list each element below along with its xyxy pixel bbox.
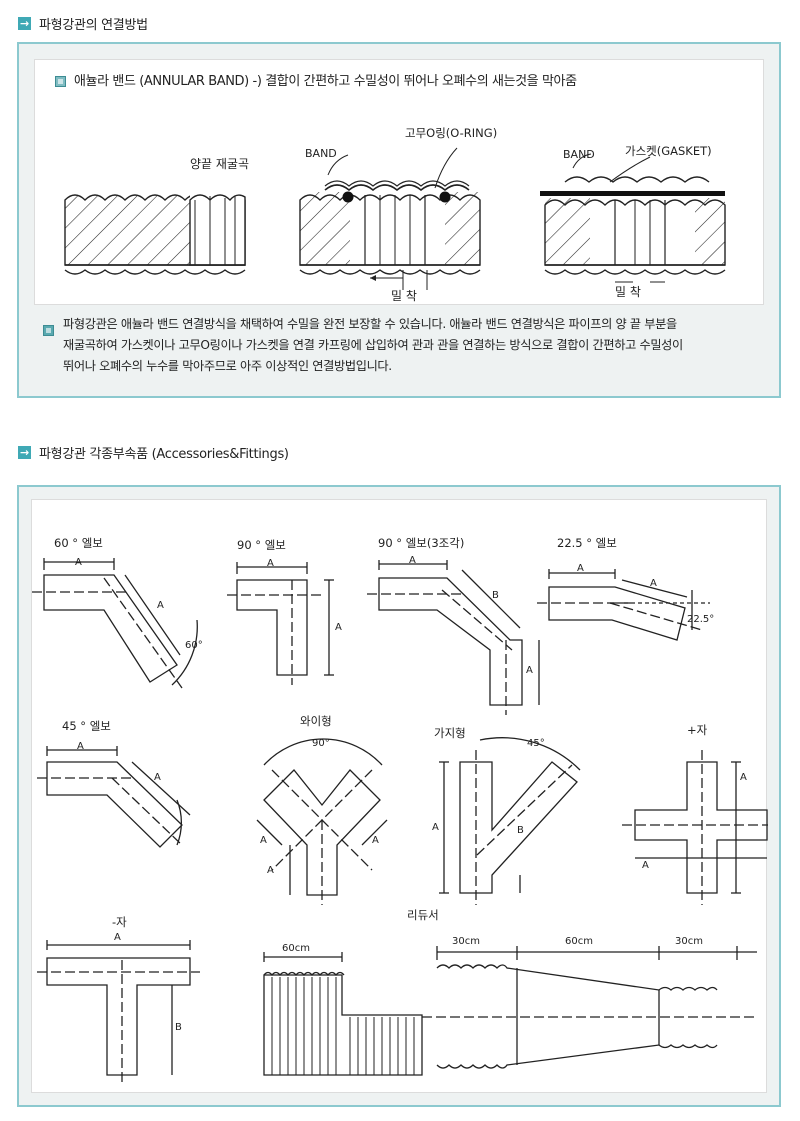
fittings-panel: 60 ° 엘보 90 ° 엘보 90 ° 엘보(3조각) 22.5 ° 엘보 4…: [17, 485, 781, 1107]
dim-a-elbow90-3pc: A: [409, 555, 416, 566]
dim-deg-elbow22: 22.5°: [687, 614, 715, 625]
corrugated-reducer-drawing: [263, 952, 423, 1076]
gasket-label: 가스켓(GASKET): [625, 144, 712, 158]
cross-drawing: [622, 750, 768, 905]
dim-deg-branch: 45°: [527, 738, 545, 749]
elbow60-drawing: [32, 558, 198, 689]
middle-pipe-drawing: [299, 147, 481, 290]
dim-a-cross-h: A: [642, 860, 649, 871]
dim-a-tee: A: [114, 932, 121, 943]
dim-a2-elbow90-3pc: A: [526, 665, 533, 676]
fittings-diagram-box: 60 ° 엘보 90 ° 엘보 90 ° 엘보(3조각) 22.5 ° 엘보 4…: [31, 499, 768, 1093]
dim-b-tee: B: [175, 1022, 182, 1033]
label-tee: -자: [112, 915, 127, 929]
square-bullet-icon: [43, 325, 54, 336]
dim-a-branch: A: [432, 822, 439, 833]
section-title-fittings: → 파형강관 각종부속품 (Accessories&Fittings): [18, 443, 289, 462]
left-pipe-drawing: [64, 192, 246, 275]
middle-seal-label: 밀 착: [391, 289, 417, 303]
dim-a2-elbow45: A: [154, 772, 161, 783]
oring-label: 고무O링(O-RING): [405, 126, 497, 140]
connection-subtitle: 애뉼라 밴드 (ANNULAR BAND) -) 결합이 간편하고 수밀성이 뛰…: [74, 74, 577, 89]
dim-60cm-left: 60cm: [282, 943, 310, 954]
middle-band-label: BAND: [305, 147, 337, 160]
dim-a-wye-stem: A: [267, 865, 274, 876]
dim-b-elbow90-3pc: B: [492, 590, 499, 601]
elbow90-3pc-drawing: [367, 560, 540, 715]
elbow22-drawing: [537, 569, 710, 641]
wye-drawing: [256, 738, 388, 905]
dim-a-elbow90: A: [267, 558, 274, 569]
fittings-labels: 60 ° 엘보 90 ° 엘보 90 ° 엘보(3조각) 22.5 ° 엘보 4…: [32, 500, 766, 1092]
label-reducer: 리듀서: [407, 908, 439, 922]
dim-a-elbow22: A: [577, 563, 584, 574]
dim-a-cross-v: A: [740, 772, 747, 783]
description-line-3: 뛰어나 오폐수의 누수를 막아주므로 아주 이상적인 연결방법입니다.: [63, 359, 392, 373]
section-title-text: 파형강관의 연결방법: [39, 18, 148, 33]
dim-30cm-left: 30cm: [452, 936, 480, 947]
connection-diagram-box: 애뉼라 밴드 (ANNULAR BAND) -) 결합이 간편하고 수밀성이 뛰…: [34, 59, 764, 305]
elbow90-drawing: [227, 562, 334, 685]
right-seal-label: 밀 착: [615, 285, 641, 299]
section-title-connection: → 파형강관의 연결방법: [18, 14, 148, 33]
arrow-right-icon: →: [18, 446, 31, 459]
description-line-1: 파형강관은 애뉼라 밴드 연결방식을 채택하여 수밀을 완전 보장할 수 있습니…: [63, 317, 677, 331]
dim-b-branch: B: [517, 825, 524, 836]
connection-diagram: 양끝 재굴곡: [64, 126, 726, 303]
label-elbow45: 45 ° 엘보: [62, 719, 111, 733]
branch-drawing: [439, 737, 581, 905]
label-elbow90-3pc: 90 ° 엘보(3조각): [378, 536, 465, 550]
label-elbow90: 90 ° 엘보: [237, 538, 286, 552]
label-branch: 가지형: [434, 726, 466, 740]
cone-reducer-drawing: [422, 946, 757, 1069]
right-pipe-drawing: [540, 153, 726, 283]
left-caption: 양끝 재굴곡: [190, 157, 249, 171]
connection-panel: 애뉼라 밴드 (ANNULAR BAND) -) 결합이 간편하고 수밀성이 뛰…: [17, 42, 781, 398]
elbow45-drawing: [37, 746, 191, 848]
dim-30cm-right: 30cm: [675, 936, 703, 947]
subtitle-row: 애뉼라 밴드 (ANNULAR BAND) -) 결합이 간편하고 수밀성이 뛰…: [55, 70, 577, 89]
dim-a2-elbow60: A: [157, 600, 164, 611]
dim-a2-elbow22: A: [650, 578, 657, 589]
description-bullet: [43, 320, 54, 339]
connection-description: 파형강관은 애뉼라 밴드 연결방식을 채택하여 수밀을 완전 보장할 수 있습니…: [63, 314, 775, 377]
dim-a-wye-left: A: [260, 835, 267, 846]
dim-a-elbow45: A: [77, 741, 84, 752]
fittings-diagram: [32, 558, 768, 1085]
description-line-2: 재굴곡하여 가스켓이나 고무O링이나 가스켓을 연결 카프링에 삽입하여 관과 …: [63, 338, 683, 352]
dim-deg-elbow60: 60°: [185, 640, 203, 651]
label-wye: 와이형: [300, 714, 332, 728]
dim-a-elbow60: A: [75, 557, 82, 568]
tee-drawing: [37, 940, 200, 1085]
dim-a-wye-right: A: [372, 835, 379, 846]
section-title-text: 파형강관 각종부속품 (Accessories&Fittings): [39, 447, 289, 462]
label-elbow22: 22.5 ° 엘보: [557, 536, 617, 550]
label-cross: +자: [687, 723, 708, 737]
dim-60cm-mid: 60cm: [565, 936, 593, 947]
arrow-right-icon: →: [18, 17, 31, 30]
right-band-label: BAND: [563, 148, 595, 161]
dim-deg-wye: 90°: [312, 738, 330, 749]
label-elbow60: 60 ° 엘보: [54, 536, 103, 550]
grid-bullet-icon: [55, 76, 66, 87]
dim-a2-elbow90: A: [335, 622, 342, 633]
